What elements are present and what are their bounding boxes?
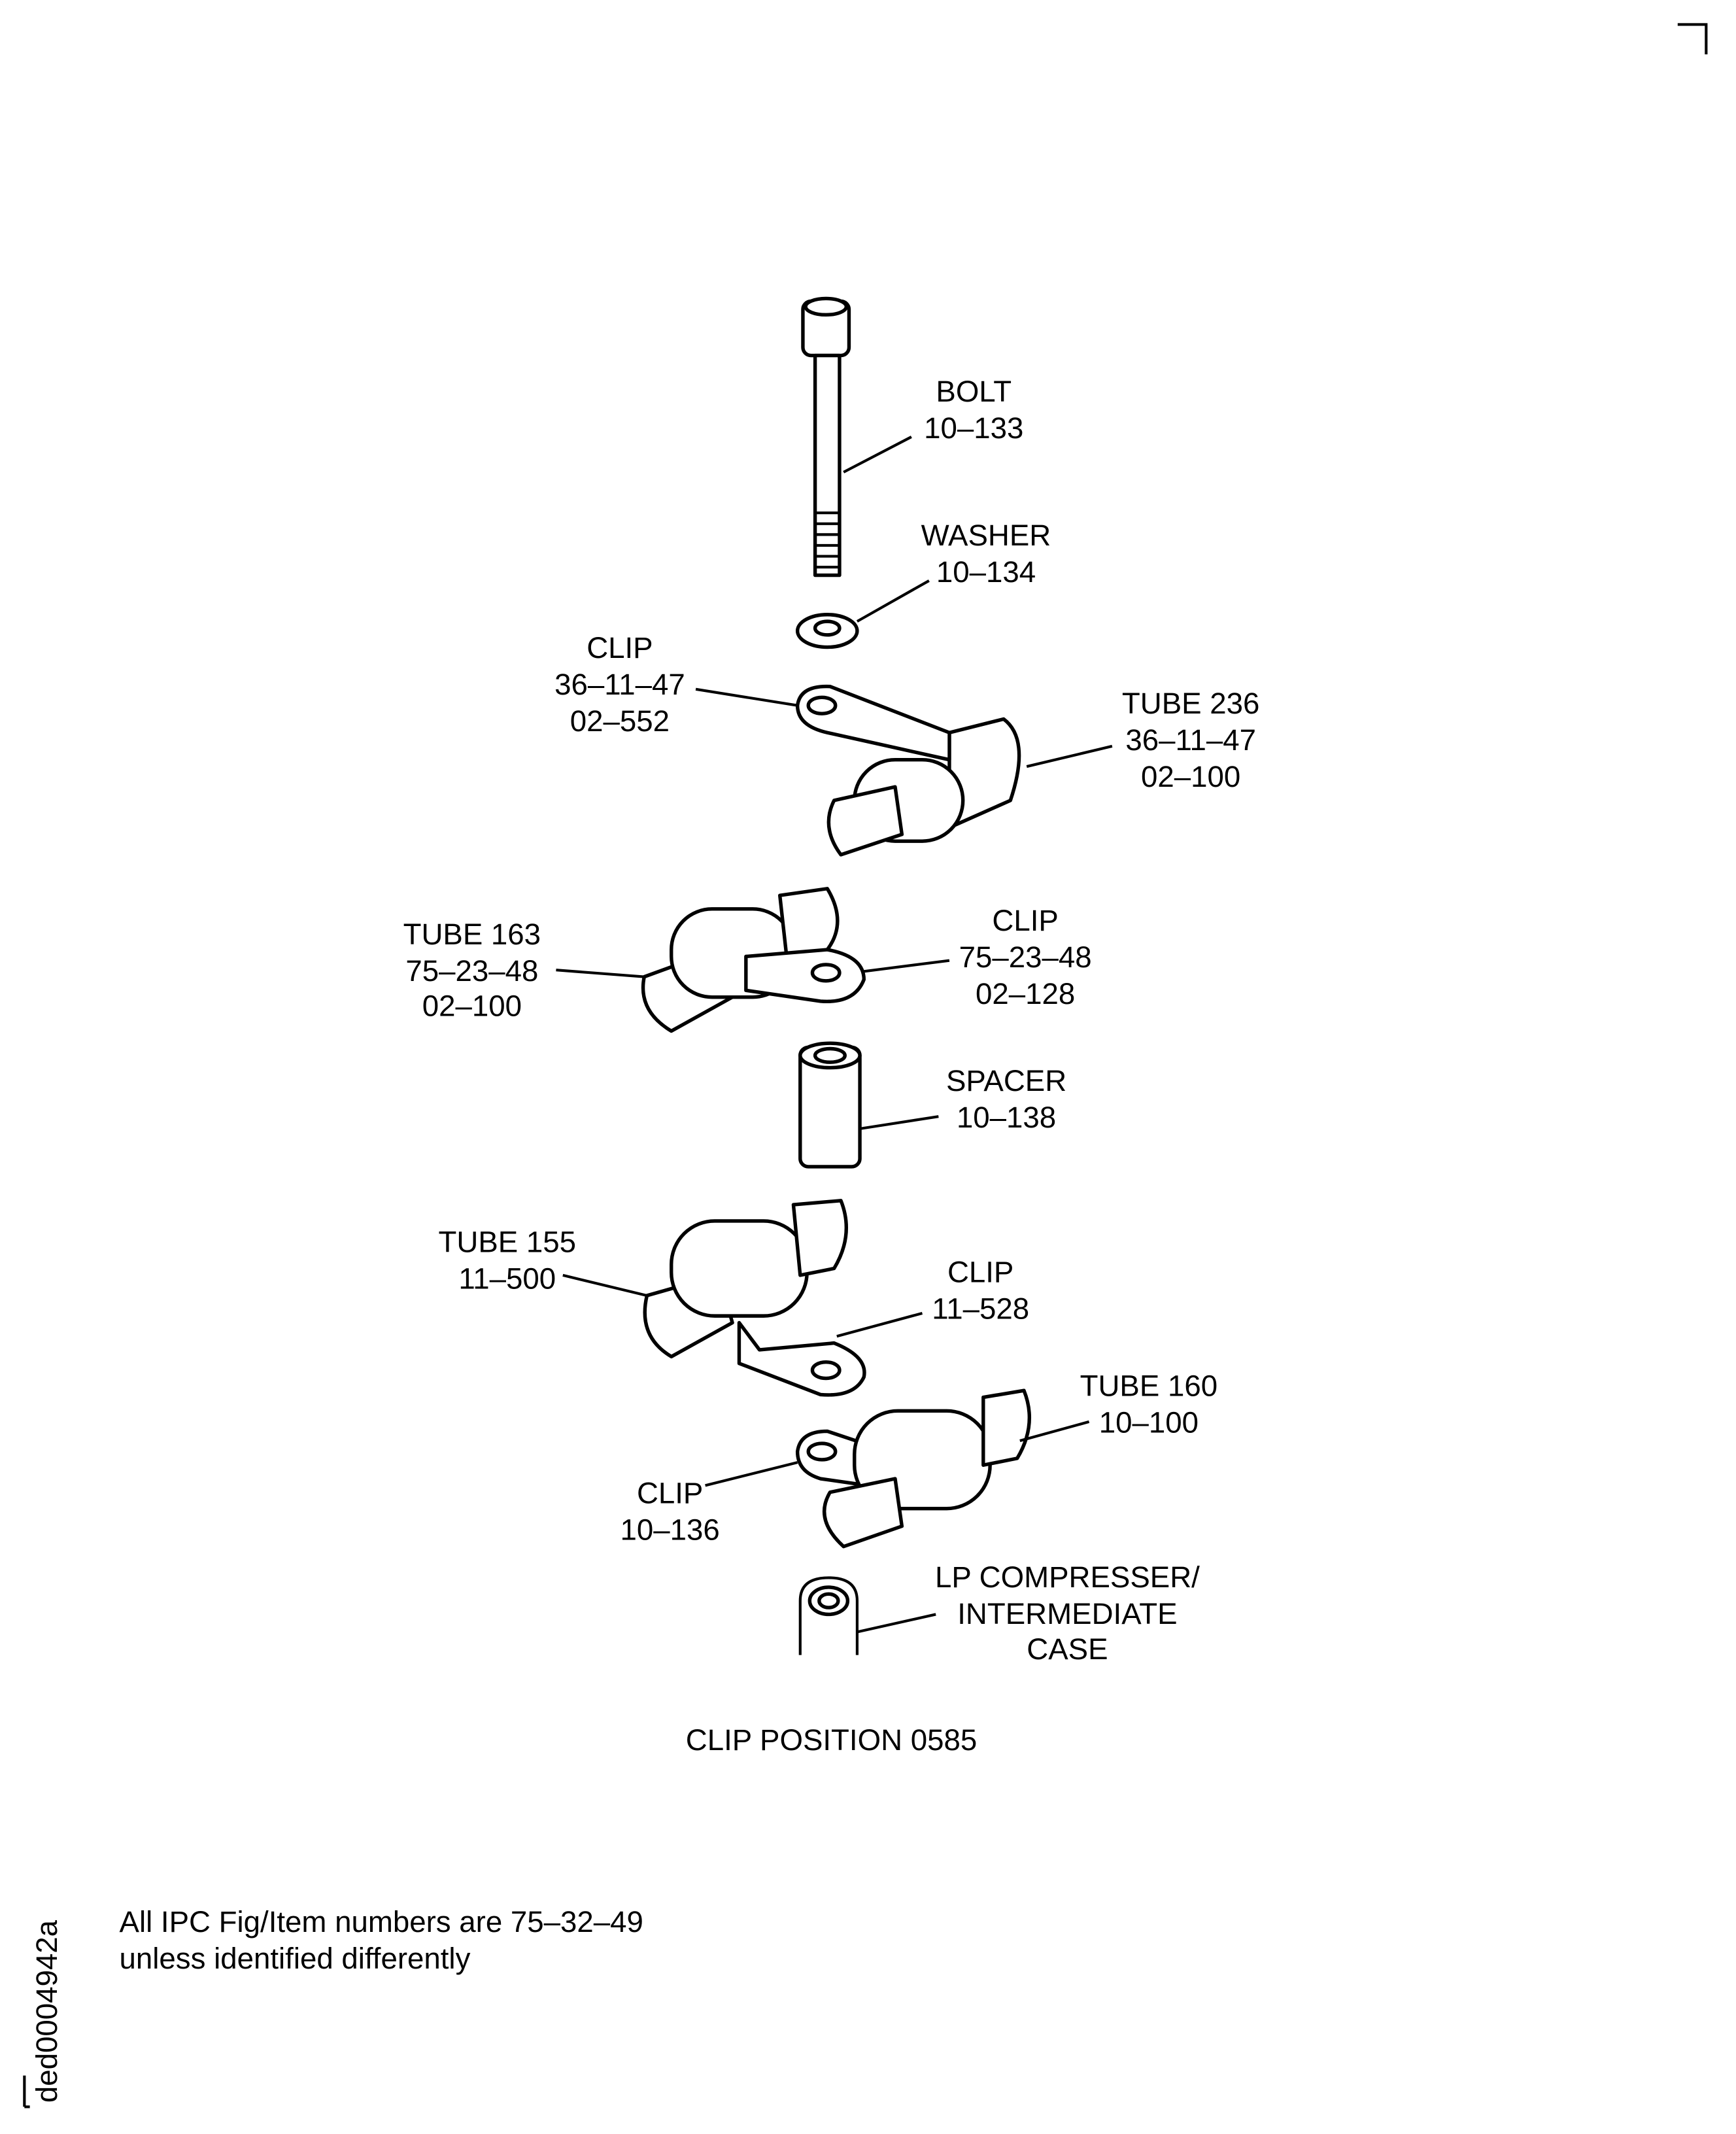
bolt-part [801,296,851,577]
clip-11-528-number: 11–528 [932,1292,1029,1325]
tube-160-label: TUBE 160 [1080,1369,1217,1402]
clip-top-fig: 36–11–47 [554,668,685,701]
clip-bottom-label: CLIP [637,1476,703,1509]
case-label-line3: CASE [1027,1632,1108,1666]
tube-155-label: TUBE 155 [439,1226,576,1259]
clip-top-item: 02–552 [570,704,670,738]
washer-number: 10–134 [936,555,1036,589]
tube-236-item: 02–100 [1141,760,1240,793]
clip-11-528-label: CLIP [947,1255,1013,1288]
tube-160-number: 10–100 [1099,1406,1199,1439]
clip-mid-item: 02–128 [976,977,1075,1010]
spacer-number: 10–138 [957,1101,1056,1134]
drawing-id: ded0004942a [30,1919,63,2103]
figure-title: CLIP POSITION 0585 [686,1723,977,1757]
clip-11-528-part [643,1199,866,1397]
spacer-part [798,1041,862,1169]
tube-155-number: 11–500 [458,1262,556,1296]
spacer-label: SPACER [946,1064,1066,1097]
corner-mark-bottom-left [23,2075,30,2108]
bolt-label: BOLT [936,375,1012,408]
clip-mid-part [641,887,866,1033]
tube-236-fig: 36–11–47 [1125,723,1256,757]
tube-163-item: 02–100 [422,990,522,1023]
tube-236-label: TUBE 236 [1122,687,1259,720]
clip-top-label: CLIP [587,631,653,664]
corner-mark-top-right [1677,23,1708,55]
tube-163-label: TUBE 163 [403,918,541,951]
washer-part [795,613,859,649]
clip-bottom-part [795,1388,1031,1549]
washer-label: WASHER [921,519,1051,552]
case-boss-part [798,1576,859,1655]
case-label-line1: LP COMPRESSER/ [935,1560,1200,1594]
note-line-2: unless identified differently [120,1942,471,1975]
clip-bottom-number: 10–136 [621,1513,720,1546]
bolt-number: 10–133 [924,411,1023,445]
tube-163-fig: 75–23–48 [405,954,538,988]
note-line-1: All IPC Fig/Item numbers are 75–32–49 [120,1905,643,1938]
clip-mid-fig: 75–23–48 [959,940,1092,974]
leader-lines [556,436,1113,1634]
case-label-line2: INTERMEDIATE [957,1597,1177,1630]
clip-top-part [795,684,1021,857]
clip-mid-label: CLIP [992,904,1058,937]
